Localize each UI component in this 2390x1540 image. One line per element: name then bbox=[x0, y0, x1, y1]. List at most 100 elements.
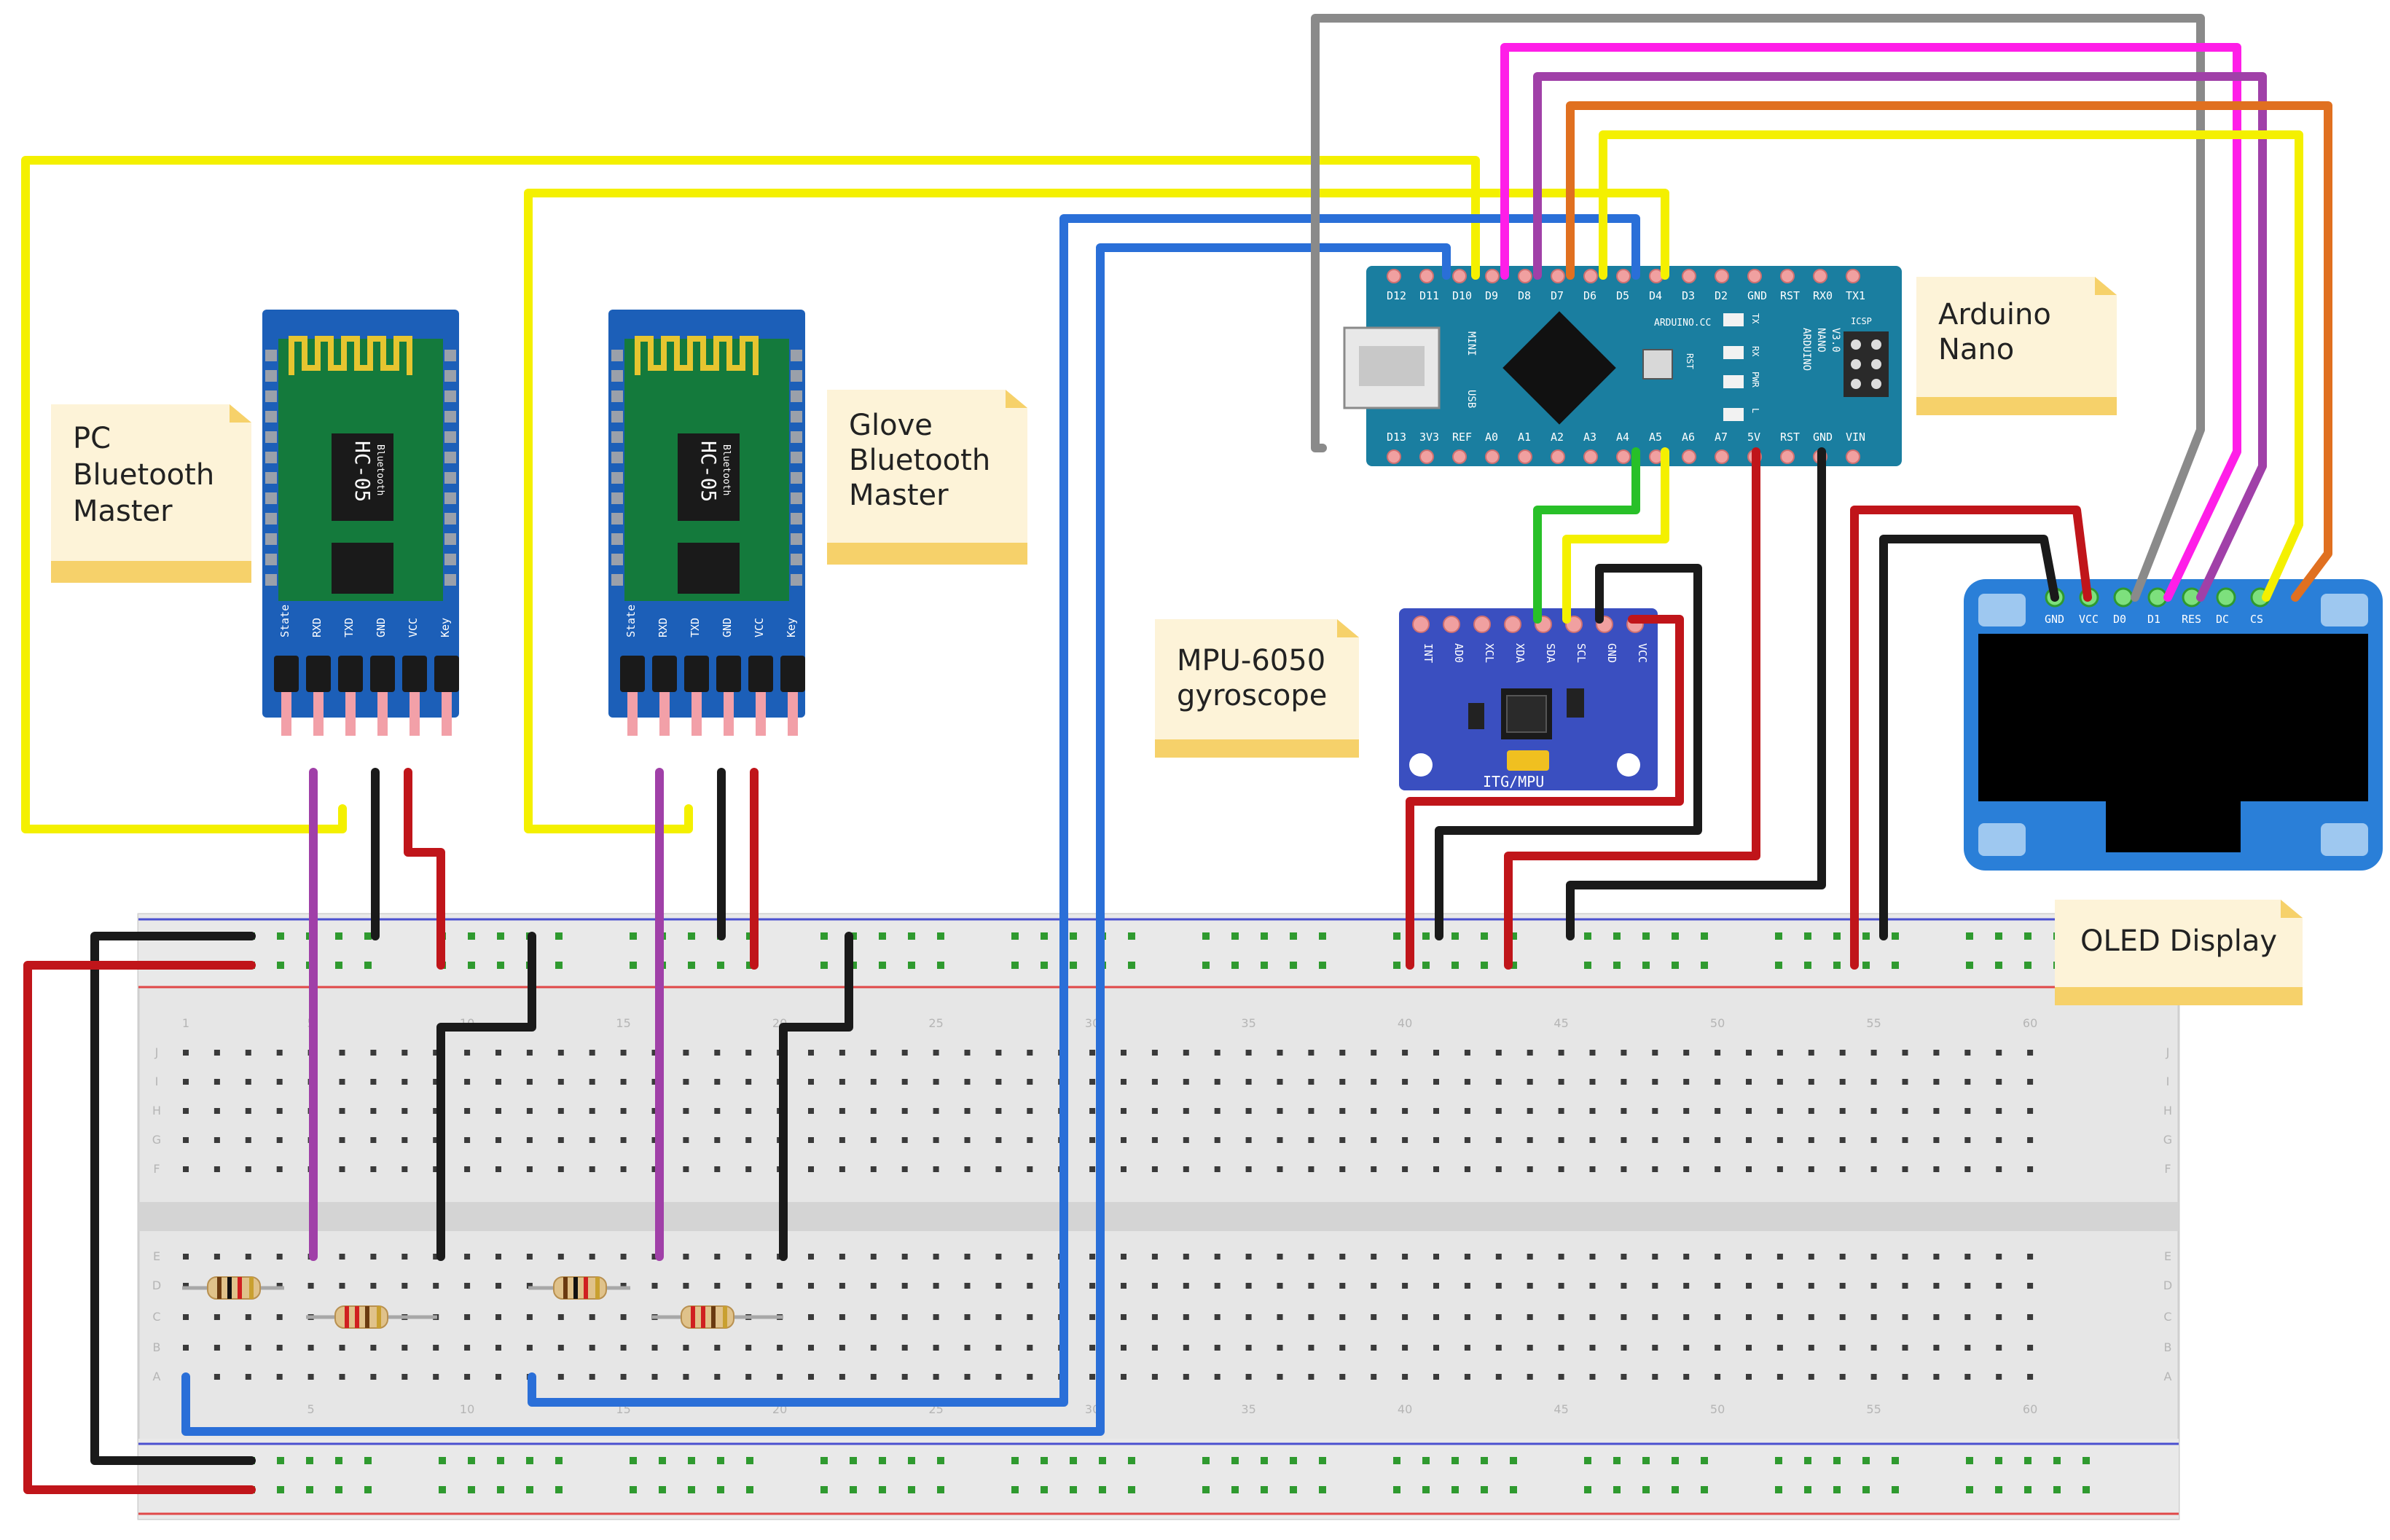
breadboard-hole bbox=[1183, 1254, 1189, 1260]
breadboard-hole bbox=[589, 1050, 595, 1056]
rail-hole bbox=[850, 1486, 857, 1493]
hc05-pin-label: GND bbox=[375, 618, 388, 637]
breadboard-hole bbox=[213, 1137, 220, 1143]
breadboard-hole bbox=[1214, 1314, 1221, 1320]
breadboard-hole bbox=[1277, 1079, 1283, 1085]
rail-hole bbox=[1510, 962, 1517, 969]
nano-pin-label: D9 bbox=[1485, 289, 1498, 302]
rail-hole bbox=[908, 962, 915, 969]
breadboard-hole bbox=[1839, 1079, 1846, 1085]
row-letter: E bbox=[2164, 1249, 2171, 1263]
breadboard-hole bbox=[433, 1254, 439, 1260]
rail-hole bbox=[1804, 1486, 1811, 1493]
mpu-pin-label: SDA bbox=[1544, 643, 1557, 663]
breadboard-hole bbox=[745, 1283, 752, 1289]
note-arduino-line-1: Arduino bbox=[1938, 298, 2051, 331]
breadboard-hole bbox=[1746, 1050, 1752, 1056]
breadboard-hole bbox=[1277, 1283, 1283, 1289]
rail-hole bbox=[1642, 1457, 1650, 1464]
wire-magenta bbox=[1500, 43, 2241, 602]
breadboard-hole bbox=[1964, 1050, 1971, 1056]
row-letter: I bbox=[155, 1075, 159, 1088]
breadboard-hole bbox=[401, 1050, 408, 1056]
breadboard-hole bbox=[1870, 1050, 1877, 1056]
rail-hole bbox=[364, 962, 372, 969]
rail-hole bbox=[2024, 1486, 2032, 1493]
breadboard-hole bbox=[1589, 1137, 1596, 1143]
breadboard-hole bbox=[1996, 1137, 2002, 1143]
breadboard-hole bbox=[683, 1079, 689, 1085]
breadboard-hole bbox=[1464, 1374, 1470, 1380]
rail-hole bbox=[1701, 932, 1708, 940]
rail-hole bbox=[2024, 962, 2032, 969]
breadboard-hole bbox=[1308, 1166, 1314, 1172]
breadboard-hole bbox=[1964, 1345, 1971, 1351]
rail-hole bbox=[1481, 932, 1488, 940]
breadboard-hole bbox=[464, 1345, 471, 1351]
rail-hole bbox=[1584, 932, 1591, 940]
hc05-pin-label: GND bbox=[721, 618, 734, 637]
rail-hole bbox=[630, 1486, 637, 1493]
breadboard-hole bbox=[964, 1137, 971, 1143]
oled-pin bbox=[2216, 587, 2236, 608]
breadboard-hole bbox=[183, 1254, 189, 1260]
breadboard-hole bbox=[339, 1283, 345, 1289]
breadboard-hole bbox=[933, 1050, 939, 1056]
breadboard-hole bbox=[870, 1374, 877, 1380]
nano-side-text-3: V3.0 bbox=[1830, 328, 1841, 353]
rail-hole bbox=[1613, 1457, 1621, 1464]
rail-hole bbox=[1261, 1457, 1268, 1464]
breadboard-hole bbox=[1870, 1108, 1877, 1114]
rail-hole bbox=[1584, 962, 1591, 969]
breadboard-hole bbox=[651, 1345, 658, 1351]
breadboard-hole bbox=[1277, 1166, 1283, 1172]
column-number: 60 bbox=[2023, 1402, 2037, 1416]
rail-hole bbox=[364, 1486, 372, 1493]
wire-black-nano-gnd bbox=[1566, 447, 1826, 940]
breadboard-hole bbox=[1495, 1283, 1502, 1289]
breadboard-hole bbox=[1652, 1345, 1658, 1351]
note-pc-line-3: Master bbox=[73, 495, 173, 528]
breadboard-hole bbox=[1527, 1079, 1533, 1085]
wire-red-rail-bridge bbox=[23, 961, 256, 1494]
breadboard-hole bbox=[995, 1108, 1002, 1114]
column-number: 60 bbox=[2023, 1016, 2037, 1030]
breadboard-hole bbox=[433, 1137, 439, 1143]
breadboard-hole bbox=[1746, 1079, 1752, 1085]
note-oled-display: OLED Display bbox=[2055, 900, 2303, 1005]
breadboard-hole bbox=[1652, 1283, 1658, 1289]
breadboard-hole bbox=[933, 1345, 939, 1351]
oled-pin-label: D0 bbox=[2113, 613, 2126, 626]
breadboard-hole bbox=[964, 1050, 971, 1056]
breadboard-hole bbox=[2027, 1283, 2034, 1289]
breadboard-hole bbox=[1277, 1137, 1283, 1143]
nano-pin bbox=[1846, 269, 1860, 283]
rail-hole bbox=[1070, 962, 1077, 969]
row-letter: F bbox=[153, 1162, 160, 1176]
breadboard-hole bbox=[1308, 1254, 1314, 1260]
breadboard-hole bbox=[1433, 1314, 1439, 1320]
nano-usb-text-2: USB bbox=[1465, 390, 1477, 408]
breadboard-hole bbox=[683, 1345, 689, 1351]
wire-yellow-scl bbox=[1562, 447, 1669, 624]
rail-hole bbox=[688, 932, 695, 940]
row-letter: C bbox=[2163, 1310, 2171, 1324]
breadboard-hole bbox=[2027, 1314, 2034, 1320]
rail-hole bbox=[1070, 932, 1077, 940]
breadboard-hole bbox=[495, 1283, 501, 1289]
rail-hole bbox=[1319, 1486, 1326, 1493]
breadboard-hole bbox=[1464, 1345, 1470, 1351]
breadboard-hole bbox=[1996, 1108, 2002, 1114]
breadboard-hole bbox=[1715, 1050, 1721, 1056]
oled-pin-label: VCC bbox=[2079, 613, 2099, 626]
wire-purple-top bbox=[1533, 72, 2267, 602]
breadboard-hole bbox=[1933, 1374, 1940, 1380]
breadboard-hole bbox=[1495, 1345, 1502, 1351]
nano-pin bbox=[1682, 449, 1696, 464]
breadboard-hole bbox=[1652, 1166, 1658, 1172]
breadboard-hole bbox=[870, 1283, 877, 1289]
breadboard-hole bbox=[1371, 1079, 1377, 1085]
rail-hole bbox=[1422, 1457, 1430, 1464]
breadboard-hole bbox=[1808, 1283, 1814, 1289]
